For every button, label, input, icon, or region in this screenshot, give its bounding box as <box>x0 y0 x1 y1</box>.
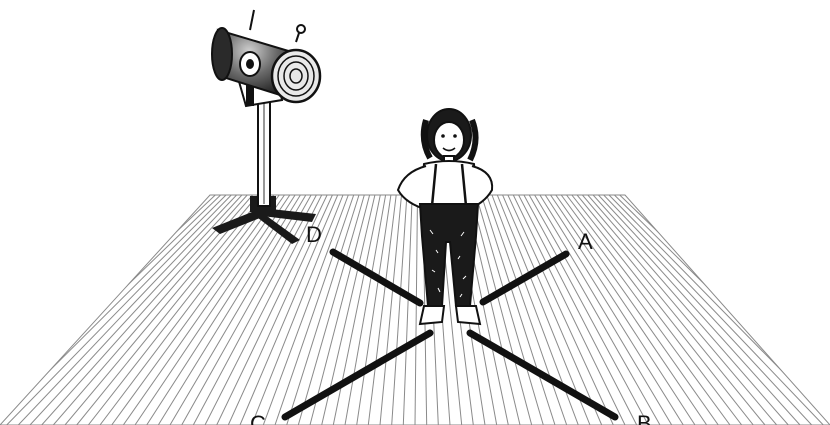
label-a: A <box>578 229 593 254</box>
label-b: B <box>637 411 652 425</box>
floor <box>0 195 830 425</box>
label-c: C <box>250 411 266 425</box>
label-d: D <box>306 222 322 247</box>
